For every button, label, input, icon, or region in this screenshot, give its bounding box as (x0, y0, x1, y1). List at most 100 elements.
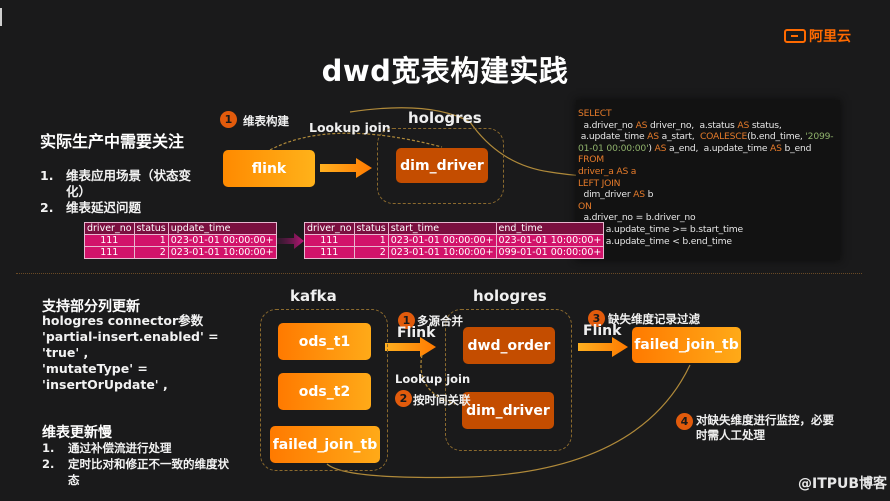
sql-keyword: COALESCE (699, 131, 748, 143)
sql-text: b (644, 189, 654, 201)
failed-join-tb-kafka-box: failed_join_tb (270, 426, 380, 463)
step-label: 维表构建 (243, 114, 289, 128)
sql-text: a.update_time >= b.start_time (603, 223, 744, 235)
sql-keyword: SELECT (578, 108, 612, 119)
step-badge-4: 4 (676, 413, 693, 430)
sql-text: b_end (781, 142, 812, 154)
slide-edge-marker (0, 8, 2, 26)
sql-keyword: AS (737, 119, 750, 131)
sql-line: driver_a AS a (578, 166, 840, 178)
table-transform-arrow (272, 233, 304, 249)
sql-line: AND a.update_time < b.end_time (578, 236, 840, 248)
kafka-container (260, 309, 388, 471)
sql-keyword: ON (578, 200, 592, 212)
step-badge: 1 (220, 111, 237, 128)
table-row: 111 2 023-01-01 10:00:00+ (84, 246, 277, 259)
step-label-4: 对缺失维度进行监控，必要时需人工处理 (696, 413, 834, 442)
dim-driver-box: dim_driver (396, 148, 488, 183)
lookup-join-label-2: Lookup join (395, 372, 471, 386)
sql-keyword: AS (633, 189, 645, 201)
sql-text: a.driver_no (578, 119, 636, 131)
table-row: 111 1 023-01-01 00:00:00+ (84, 234, 277, 247)
hologres-container-2 (445, 309, 572, 451)
sql-text: a.update_time < b.end_time (603, 235, 732, 247)
sql-text: a_start, (658, 131, 700, 143)
lookup-join-curve-2 (420, 354, 456, 405)
sql-line: a.driver_no = b.driver_no (578, 212, 840, 224)
table-header-row: driver_no status update_time (84, 222, 277, 235)
section2-heading: 支持部分列更新 (42, 299, 140, 315)
step-badge-1: 1 (398, 312, 415, 329)
dwd-order-box: dwd_order (463, 327, 555, 364)
sql-text: a.driver_no = b.driver_no (578, 212, 696, 224)
lookup-join-label: Lookup join (309, 120, 391, 135)
table-header-row: driver_no status start_time end_time (304, 222, 605, 235)
sql-line: LEFT JOIN (578, 178, 840, 190)
sql-text: a.update_time (578, 131, 648, 143)
sql-code-block: SELECT a.driver_no AS driver_no, a.statu… (576, 100, 840, 260)
section1-list: 1.维表应用场景（状态变化） 2.维表延迟问题 (40, 168, 200, 216)
step-badge-2: 2 (395, 390, 412, 407)
sql-string: 01-01 00:00:00' (578, 142, 649, 154)
step-label-3: 缺失维度记录过滤 (608, 312, 700, 326)
list-item: 1.维表应用场景（状态变化） (40, 168, 192, 199)
sql-keyword: AS (654, 142, 667, 154)
sql-keyword: LEFT JOIN (578, 177, 621, 189)
table-row: 111 1 023-01-01 00:00:00+ 023-01-01 10:0… (304, 234, 605, 247)
page-title: dwd宽表构建实践 (321, 54, 569, 88)
sql-text: dim_driver (578, 189, 634, 201)
sql-text: ) (648, 142, 655, 154)
sql-text: a_end, a.update_time (666, 142, 771, 154)
sql-line: FROM (578, 154, 840, 166)
table-driver-a: driver_no status update_time 111 1 023-0… (84, 222, 277, 259)
sql-text: status, (749, 119, 782, 131)
connector-params: hologres connector参数 'partial-insert.ena… (42, 313, 219, 392)
sql-line: 01-01 00:00:00') AS a_end, a.update_time… (578, 143, 840, 155)
table-row: 111 2 023-01-01 10:00:00+ 099-01-01 00:0… (304, 246, 605, 259)
list-item: 1.通过补偿流进行处理 (42, 441, 172, 455)
sql-keyword: driver_a AS a (578, 165, 637, 177)
flink-box: flink (223, 150, 315, 187)
sql-keyword: AS (647, 131, 659, 143)
section-divider (16, 273, 862, 274)
slow-update-heading: 维表更新慢 (42, 425, 112, 441)
hologres-label: hologres (408, 109, 482, 127)
sql-text: (b.end_time, (747, 131, 806, 143)
hologres-label-2: hologres (473, 287, 547, 305)
list-item: 2.定时比对和修正不一致的维度状态 (42, 457, 229, 487)
sql-keyword: AS (635, 119, 648, 131)
slow-update-list: 1.通过补偿流进行处理 2.定时比对和修正不一致的维度状态 (42, 440, 230, 488)
list-item: 2.维表延迟问题 (40, 200, 142, 215)
sql-line: a.driver_no AS driver_no, a.status AS st… (578, 120, 840, 132)
sql-line: AND a.update_time >= b.start_time (578, 224, 840, 236)
aliyun-logo: 阿里云 (784, 26, 851, 46)
lookup-join-curve (269, 132, 443, 151)
ods-t2-box: ods_t2 (278, 373, 371, 410)
sql-line: SELECT (578, 108, 840, 120)
sql-line: ON (578, 201, 840, 213)
step-label-2: 按时间关联 (413, 393, 471, 407)
failed-join-tb-box: failed_join_tb (632, 327, 741, 363)
sql-line: a.update_time AS a_start, COALESCE(b.end… (578, 131, 840, 143)
kafka-to-hologres-arrow (385, 337, 436, 357)
section1-heading: 实际生产中需要关注 (40, 132, 185, 151)
flink-label-2: Flink (583, 323, 622, 339)
step-badge-3: 3 (588, 310, 605, 327)
flink-label-1: Flink (397, 325, 436, 341)
sql-keyword: AS (770, 142, 782, 154)
sql-text: driver_no, a.status (647, 119, 738, 131)
aliyun-logo-icon (784, 29, 806, 43)
feedback-curve (326, 364, 691, 479)
sql-string: '2099- (805, 131, 834, 143)
sql-link-curve (349, 107, 601, 177)
hologres-to-failed-arrow (578, 337, 628, 357)
flink-to-hologres-arrow (320, 158, 372, 178)
dim-driver-box-2: dim_driver (462, 392, 554, 429)
sql-keyword: FROM (578, 154, 605, 166)
hologres-container (377, 128, 504, 204)
step-label-1: 多源合并 (417, 314, 463, 328)
ods-t1-box: ods_t1 (278, 323, 371, 360)
logo-text: 阿里云 (809, 29, 851, 45)
sql-line: dim_driver AS b (578, 189, 840, 201)
